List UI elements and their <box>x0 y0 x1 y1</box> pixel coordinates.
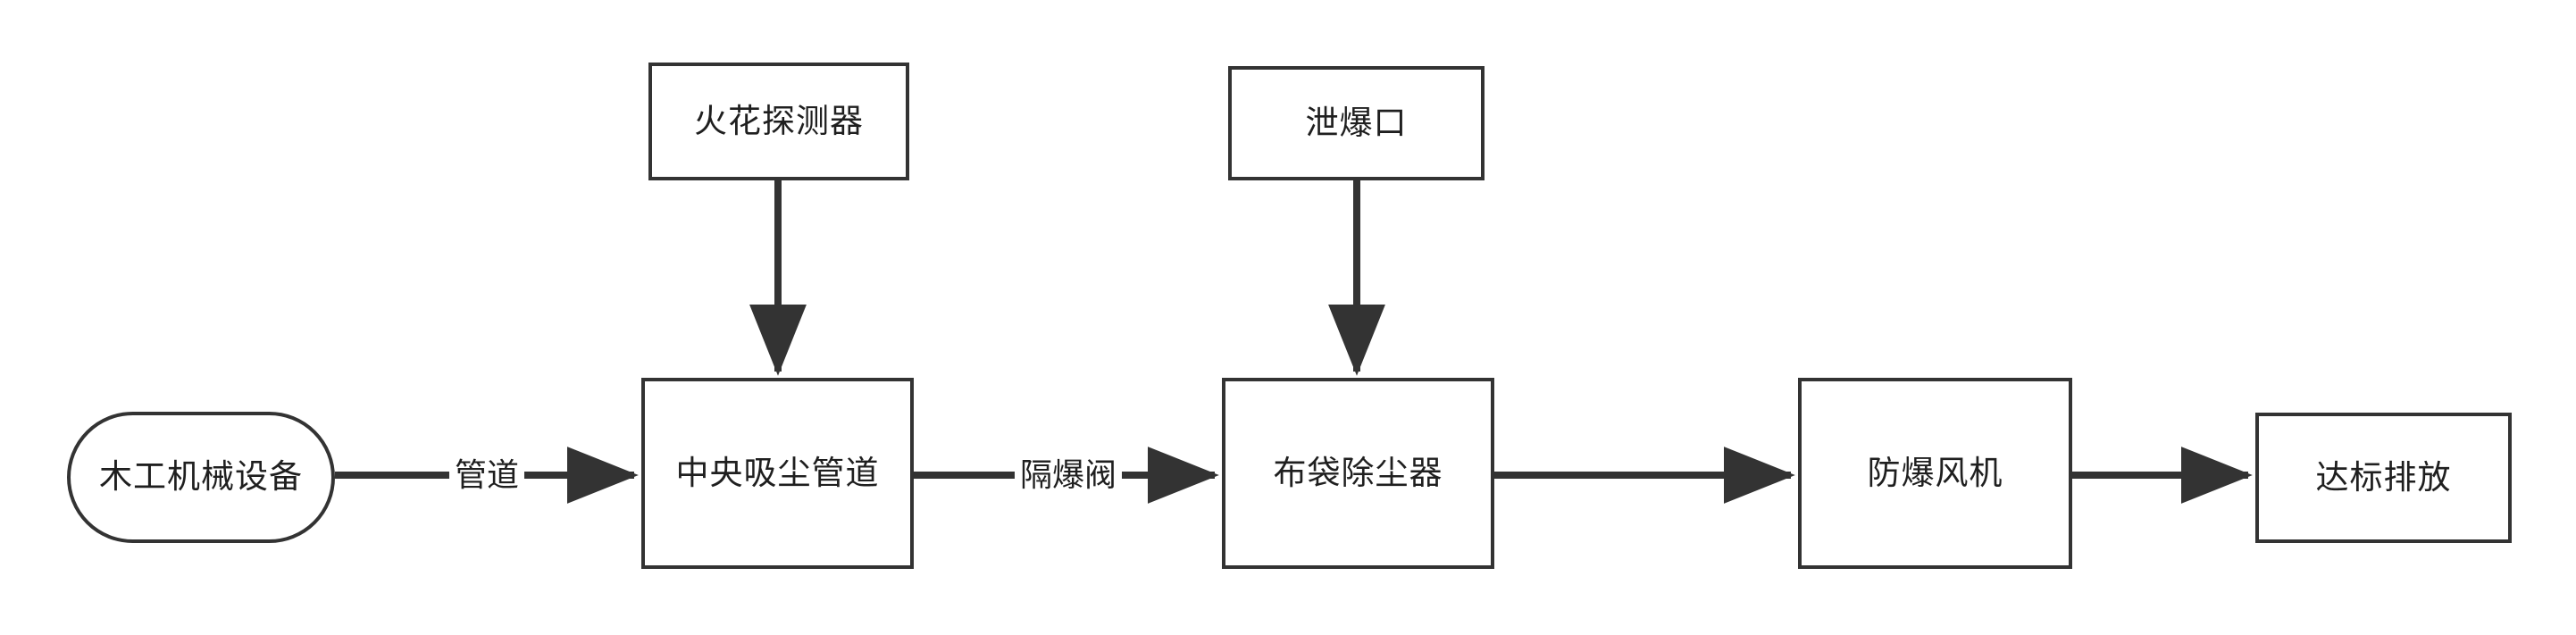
node-label: 防爆风机 <box>1867 454 2003 491</box>
node-bag-dust-collector[interactable]: 布袋除尘器 <box>1222 378 1494 569</box>
node-central-dust-duct[interactable]: 中央吸尘管道 <box>641 378 914 569</box>
node-explosion-proof-fan[interactable]: 防爆风机 <box>1798 378 2072 569</box>
node-compliant-discharge[interactable]: 达标排放 <box>2255 413 2512 543</box>
node-label: 布袋除尘器 <box>1273 454 1443 491</box>
edge-label-pipeline: 管道 <box>448 456 525 494</box>
edge-label-explosion-isolation-valve: 隔爆阀 <box>1014 456 1123 494</box>
node-explosion-vent[interactable]: 泄爆口 <box>1228 66 1485 180</box>
node-label: 达标排放 <box>2315 458 2452 496</box>
node-label: 木工机械设备 <box>99 458 303 496</box>
node-wood-machine[interactable]: 木工机械设备 <box>67 412 335 543</box>
node-spark-detector[interactable]: 火花探测器 <box>648 63 909 180</box>
node-label: 中央吸尘管道 <box>675 454 880 491</box>
node-label: 泄爆口 <box>1305 104 1408 141</box>
node-label: 火花探测器 <box>694 102 864 139</box>
